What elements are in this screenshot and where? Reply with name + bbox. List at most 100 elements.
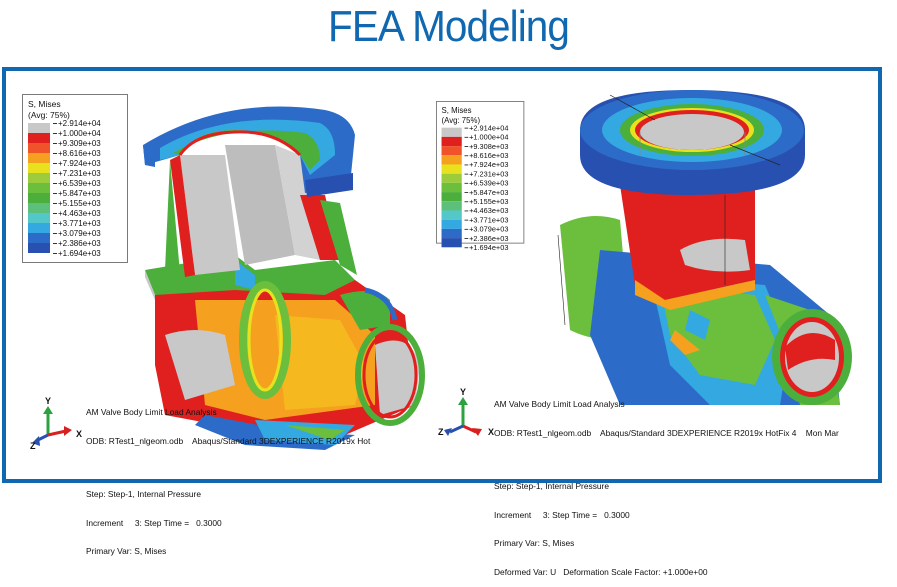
- legend-value: +8.616e+03: [465, 152, 508, 160]
- legend-row: +1.694e+03: [442, 244, 519, 256]
- legend-row: +5.847e+03: [441, 188, 519, 202]
- legend-row: +1.000e+04: [441, 133, 519, 147]
- legend-row: +3.079e+03: [441, 225, 519, 239]
- legend-value: +1.694e+03: [465, 244, 508, 252]
- legend-value: +8.616e+03: [53, 149, 101, 158]
- legend-color-swatch: [441, 238, 462, 248]
- legend-color-swatch: [441, 210, 462, 220]
- legend-value: +5.847e+03: [465, 188, 508, 196]
- triad-y-label: Y: [460, 387, 466, 397]
- legend-row: +2.386e+03: [441, 234, 519, 248]
- legend-row: +5.155e+03: [28, 199, 122, 213]
- legend-color-swatch: [441, 146, 462, 156]
- triad-x-label: X: [76, 429, 82, 439]
- legend-color-swatch: [441, 219, 462, 229]
- legend-row: +5.847e+03: [28, 189, 122, 203]
- legend-value: +3.079e+03: [465, 225, 508, 233]
- legend-title: S, Mises: [441, 105, 472, 115]
- legend-color-swatch: [28, 133, 50, 143]
- legend-color-swatch: [28, 213, 50, 223]
- legend-value: +3.771e+03: [53, 219, 101, 228]
- legend-row: +5.155e+03: [441, 198, 519, 211]
- legend-row: +7.924e+03: [28, 159, 122, 173]
- legend-scale: +2.914e+04+1.000e+04+9.308e+03 +8.616e+03…: [441, 124, 519, 257]
- legend-value: +2.386e+03: [53, 239, 101, 248]
- legend-color-swatch: [28, 243, 50, 253]
- right-axis-triad-icon: Y X Z: [438, 387, 494, 437]
- legend-value: +9.308e+03: [465, 142, 508, 150]
- legend-row: +1.694e+03: [28, 249, 122, 263]
- legend-value: +4.463e+03: [465, 207, 508, 215]
- legend-row: +2.386e+03: [28, 239, 122, 253]
- legend-value: +2.914e+04: [465, 124, 508, 132]
- legend-value: +7.231e+03: [53, 169, 101, 178]
- legend-row: +8.616e+03: [28, 149, 122, 163]
- legend-scale: +2.914e+04+1.000e+04+9.309e+03+8.616e+03…: [28, 119, 122, 263]
- left-axis-triad-icon: Y X Z: [30, 396, 82, 450]
- legend-row: +9.309e+03: [28, 139, 122, 153]
- triad-z-label: Z: [438, 427, 444, 437]
- legend-subtitle: (Avg: 75%): [28, 110, 70, 120]
- legend-color-swatch: [28, 203, 50, 213]
- right-fea-model-tee: [557, 90, 852, 405]
- legend-color-swatch: [441, 155, 462, 165]
- legend-value: +3.771e+03: [465, 216, 508, 224]
- legend-row: +7.924e+03: [441, 161, 519, 174]
- increment-info: Increment 3: Step Time = 0.3000: [86, 517, 222, 528]
- legend-subtitle: (Avg: 75%): [441, 115, 481, 125]
- legend-color-swatch: [441, 192, 462, 202]
- increment-info: Increment 3: Step Time = 0.3000: [494, 509, 630, 520]
- legend-color-swatch: [441, 201, 462, 211]
- legend-row: +2.914e+04: [28, 119, 122, 133]
- primary-var-info: Primary Var: S, Mises: [86, 546, 167, 556]
- triad-z-label: Z: [30, 441, 36, 450]
- legend-value: +3.079e+03: [53, 229, 101, 238]
- legend-row: +2.914e+04: [441, 124, 519, 137]
- legend-title: S, Mises: [28, 99, 61, 109]
- analysis-title: AM Valve Body Limit Load Analysis: [494, 399, 625, 409]
- legend-color-swatch: [28, 153, 50, 163]
- legend-row: +6.539e+03: [28, 179, 122, 193]
- legend-row: +3.079e+03: [28, 229, 122, 243]
- legend-value: +1.694e+03: [53, 249, 101, 258]
- legend-value: +1.000e+04: [53, 129, 101, 138]
- legend-color-swatch: [28, 143, 50, 153]
- legend-color-swatch: [28, 193, 50, 203]
- legend-color-swatch: [28, 253, 50, 263]
- legend-value: +5.847e+03: [53, 189, 101, 198]
- legend-value: +6.539e+03: [465, 179, 508, 187]
- legend-value: +1.000e+04: [465, 133, 508, 141]
- legend-color-swatch: [441, 127, 462, 137]
- legend-row: +7.231e+03: [441, 170, 519, 183]
- legend-value: +4.463e+03: [53, 209, 101, 218]
- odb-info: ODB: RTest1_nlgeom.odb Abaqus/Standard 3…: [494, 427, 839, 438]
- legend-value: +5.155e+03: [53, 199, 101, 208]
- page-title: FEA Modeling: [328, 2, 570, 51]
- legend-row: +4.463e+03: [28, 209, 122, 223]
- legend-color-swatch: [28, 223, 50, 233]
- legend-color-swatch: [28, 183, 50, 193]
- legend-color-swatch: [28, 123, 50, 133]
- odb-info: ODB: RTest1_nlgeom.odb Abaqus/Standard 3…: [86, 435, 371, 446]
- legend-value: +6.539e+03: [53, 179, 101, 188]
- analysis-title: AM Valve Body Limit Load Analysis: [86, 407, 217, 417]
- legend-value: +7.924e+03: [53, 159, 101, 168]
- legend-row: +3.771e+03: [441, 216, 519, 229]
- legend-color-swatch: [441, 173, 462, 183]
- legend-value: +2.914e+04: [53, 119, 101, 128]
- legend-row: +9.308e+03: [441, 142, 519, 156]
- legend-color-swatch: [441, 228, 462, 239]
- legend-row: +3.771e+03: [28, 219, 122, 233]
- deformed-var-info: Deformed Var: U Deformation Scale Factor…: [494, 566, 708, 577]
- legend-color-swatch: [28, 163, 50, 173]
- legend-color-swatch: [442, 247, 462, 256]
- legend-color-swatch: [28, 173, 50, 183]
- legend-row: +8.616e+03: [441, 152, 519, 165]
- step-info: Step: Step-1, Internal Pressure: [86, 489, 201, 499]
- legend-value: +7.231e+03: [465, 170, 508, 178]
- legend-color-swatch: [28, 233, 50, 243]
- right-contour-legend: S, Mises (Avg: 75%) +2.914e+04+1.000e+04…: [436, 101, 525, 252]
- left-analysis-info: AM Valve Body Limit Load Analysis ODB: R…: [86, 389, 370, 566]
- step-info: Step: Step-1, Internal Pressure: [494, 481, 609, 491]
- legend-value: +5.155e+03: [465, 198, 508, 206]
